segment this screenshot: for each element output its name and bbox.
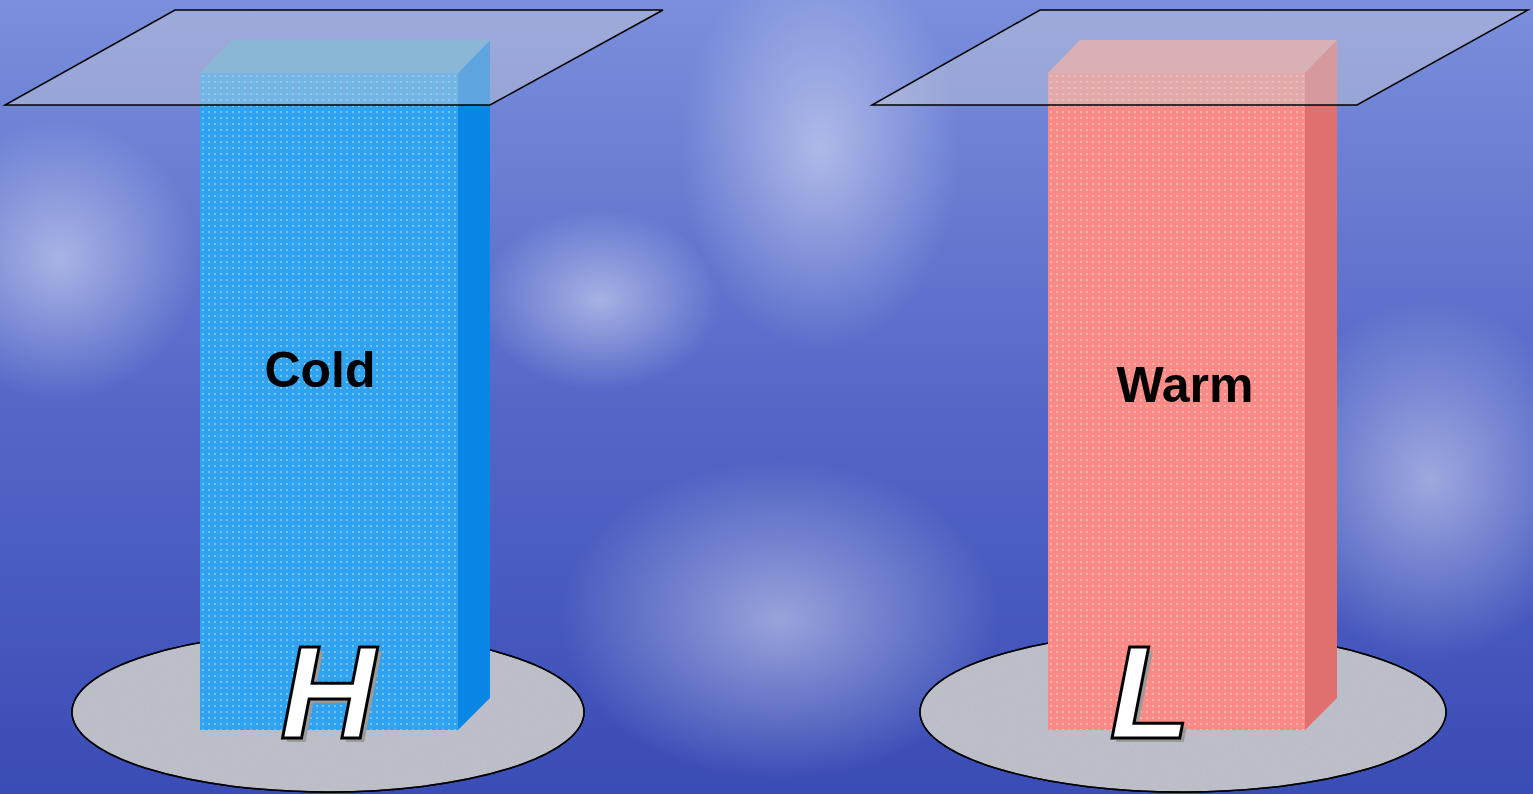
pressure-symbol: H [280, 627, 375, 759]
cloud [680, 0, 960, 350]
ground-texture [910, 620, 1460, 794]
cloud [0, 120, 200, 400]
pressure-surface [5, 10, 663, 105]
column-top [200, 40, 490, 73]
ground-texture [60, 620, 600, 794]
cloud [480, 210, 720, 390]
column-side [1305, 40, 1337, 730]
column-side [458, 40, 490, 730]
column-label: Cold [264, 341, 375, 399]
cold-air-column: ColdH [200, 73, 458, 730]
pressure-surface [872, 10, 1528, 105]
warm-air-column: WarmL [1048, 73, 1305, 730]
column-label: Warm [1116, 356, 1253, 414]
pressure-symbol: L [1110, 627, 1191, 759]
column-top [1048, 40, 1337, 73]
